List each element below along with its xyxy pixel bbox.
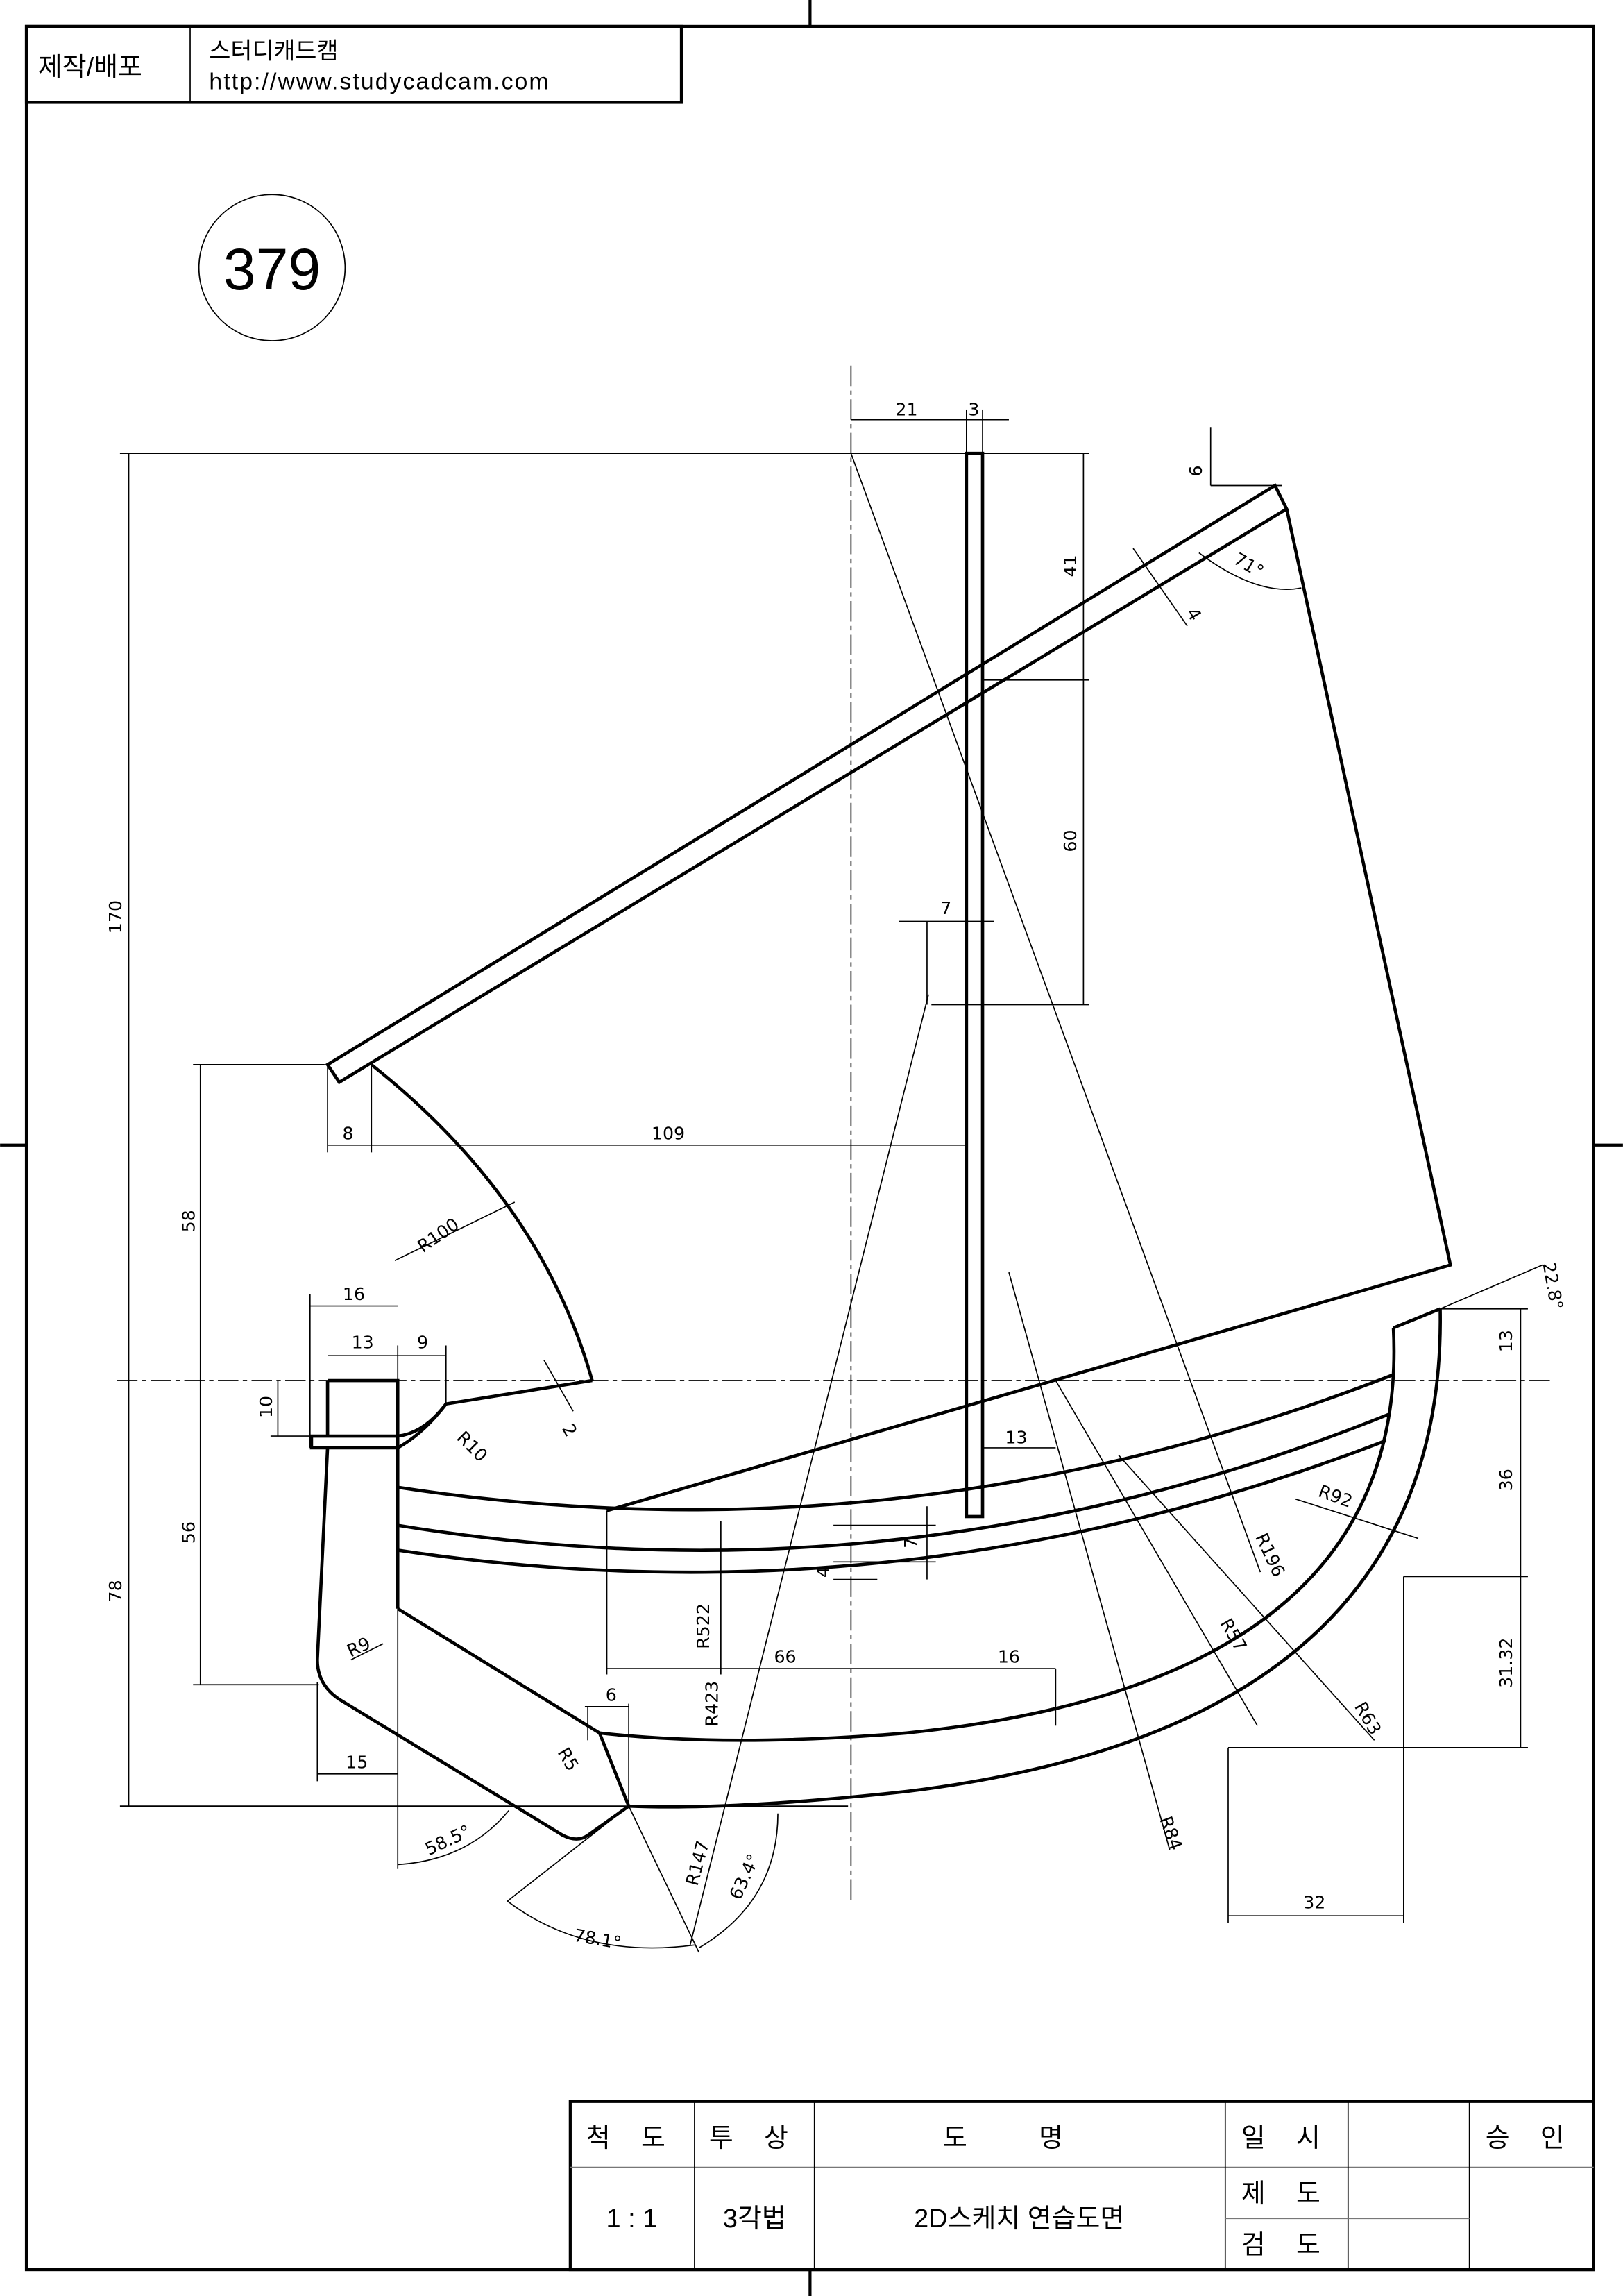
dim-label: 10 <box>256 1396 276 1418</box>
dim-label: 109 <box>652 1123 685 1143</box>
projection-value: 3각법 <box>723 2204 786 2234</box>
dim-label: 41 <box>1060 555 1080 577</box>
mast <box>965 451 985 1519</box>
dim-label: 7 <box>901 1537 921 1548</box>
dim-label: 78 <box>105 1580 126 1602</box>
dim-label: R100 <box>414 1214 463 1256</box>
dim-label: 3 <box>968 399 979 419</box>
projection-label: 투 상 <box>709 2124 800 2153</box>
dim-label: 16 <box>998 1647 1020 1667</box>
gunwale-top <box>397 1373 1394 1512</box>
approval-label: 승 인 <box>1486 2124 1577 2153</box>
drawing-name-value: 2D스케치 연습도면 <box>914 2204 1124 2234</box>
dim-label: 60 <box>1060 829 1080 852</box>
drawing-name-label: 도 명 <box>943 2124 1095 2153</box>
border-frame <box>24 24 1595 2272</box>
dim-label: R9 <box>344 1633 374 1662</box>
sailboat-outline <box>309 451 1452 1841</box>
dim-label: R196 <box>1251 1530 1289 1580</box>
dim-label: 6 <box>1186 465 1206 476</box>
drawing-number: 379 <box>223 237 321 302</box>
bow-outer <box>629 1308 1442 1809</box>
gunwale-bottom <box>397 1439 1387 1574</box>
dim-label: 31.32 <box>1496 1637 1516 1687</box>
title-block: 척 도 투 상 도 명 일 시 승 인 1 : 1 3각법 2D스케치 연습도면… <box>568 2100 1595 2272</box>
dim-label: 15 <box>346 1752 368 1772</box>
gunwale-middle <box>397 1412 1390 1552</box>
dim-label: R147 <box>682 1839 713 1888</box>
dim-label: 13 <box>1005 1428 1027 1448</box>
dim-label: 170 <box>105 900 126 934</box>
dim-label: 71° <box>1230 549 1267 582</box>
dim-label: 2 <box>558 1420 581 1440</box>
publisher-label: 제작/배포 <box>38 53 142 83</box>
stern <box>309 1378 631 1841</box>
scale-value: 1 : 1 <box>606 2204 657 2234</box>
drawing-number-circle <box>198 194 346 341</box>
dim-label: R63 <box>1350 1698 1385 1739</box>
drafted-label: 제 도 <box>1241 2179 1332 2209</box>
bow-top <box>1393 1307 1441 1330</box>
dim-label: 9 <box>417 1333 428 1353</box>
yard-spar <box>325 483 1289 1085</box>
company-name: 스터디캐드캠 <box>209 37 338 64</box>
date-label: 일 시 <box>1241 2124 1332 2153</box>
dim-label: 36 <box>1496 1469 1516 1491</box>
bow-inner <box>599 1328 1396 1742</box>
dim-label: 63.4° <box>726 1851 764 1903</box>
sail <box>370 508 1452 1512</box>
publisher-block: 제작/배포 스터디캐드캠 http://www.studycadcam.com <box>24 24 683 104</box>
dim-label: 6 <box>606 1685 617 1705</box>
scale-label: 척 도 <box>586 2124 677 2153</box>
dim-label: R5 <box>554 1744 583 1775</box>
center-lines <box>117 365 1550 1902</box>
dim-label: R423 <box>702 1681 722 1727</box>
dimension-labels: 21 3 6 41 71° 4 60 7 170 58 8 109 R100 1… <box>105 399 1567 1953</box>
checked-label: 검 도 <box>1241 2231 1332 2260</box>
dim-label: 16 <box>343 1284 365 1304</box>
dim-label: 22.8° <box>1538 1260 1567 1311</box>
company-url: http://www.studycadcam.com <box>209 69 550 95</box>
dim-label: 13 <box>1496 1330 1516 1352</box>
dim-label: 58 <box>178 1210 198 1232</box>
dim-label: 4 <box>1182 605 1205 624</box>
dim-label: 13 <box>352 1333 374 1353</box>
dim-label: 4 <box>813 1567 833 1578</box>
dimension-lines <box>119 409 1543 1953</box>
dim-label: R84 <box>1155 1814 1186 1853</box>
dim-label: 58.5° <box>422 1821 474 1859</box>
dim-label: 66 <box>774 1647 796 1667</box>
dim-label: R57 <box>1216 1615 1250 1655</box>
dim-label: 8 <box>343 1123 354 1143</box>
dim-label: 21 <box>895 399 917 419</box>
dim-label: R10 <box>453 1427 492 1466</box>
dim-label: 56 <box>178 1521 198 1544</box>
dim-label: 32 <box>1303 1893 1325 1913</box>
dim-label: 7 <box>940 898 951 918</box>
dim-label: R522 <box>693 1603 713 1649</box>
dim-label: 78.1° <box>572 1925 623 1954</box>
